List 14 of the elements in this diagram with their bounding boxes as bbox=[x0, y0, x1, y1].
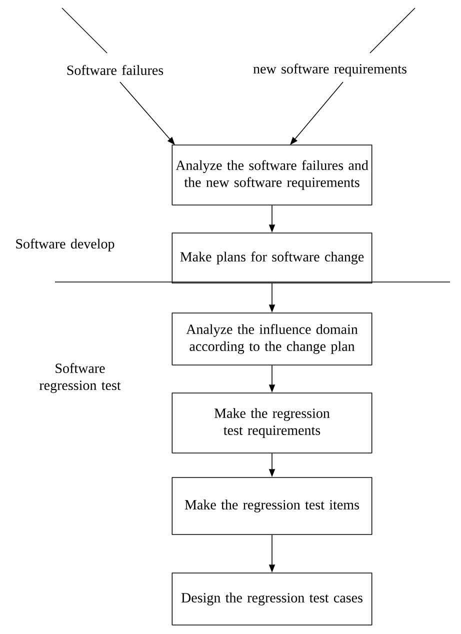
line bbox=[370, 8, 416, 54]
process-box: Design the regression test cases bbox=[172, 572, 372, 626]
process-box: Make the regression test requirements bbox=[172, 392, 372, 454]
input-label: new software requirements bbox=[253, 64, 406, 76]
process-box: Make the regression test items bbox=[172, 477, 372, 535]
stage-label: Software regression test bbox=[39, 363, 121, 393]
stage-label: Software develop bbox=[16, 238, 114, 252]
process-box: Analyze the software failures and the new software requirements bbox=[172, 144, 372, 206]
arrow bbox=[290, 82, 344, 145]
input-label: Software failures bbox=[67, 65, 164, 75]
process-box: Analyze the influence domain according to the change plan bbox=[172, 312, 372, 366]
process-box: Make plans for software change bbox=[172, 232, 372, 284]
line bbox=[62, 8, 108, 54]
arrow bbox=[120, 82, 175, 145]
